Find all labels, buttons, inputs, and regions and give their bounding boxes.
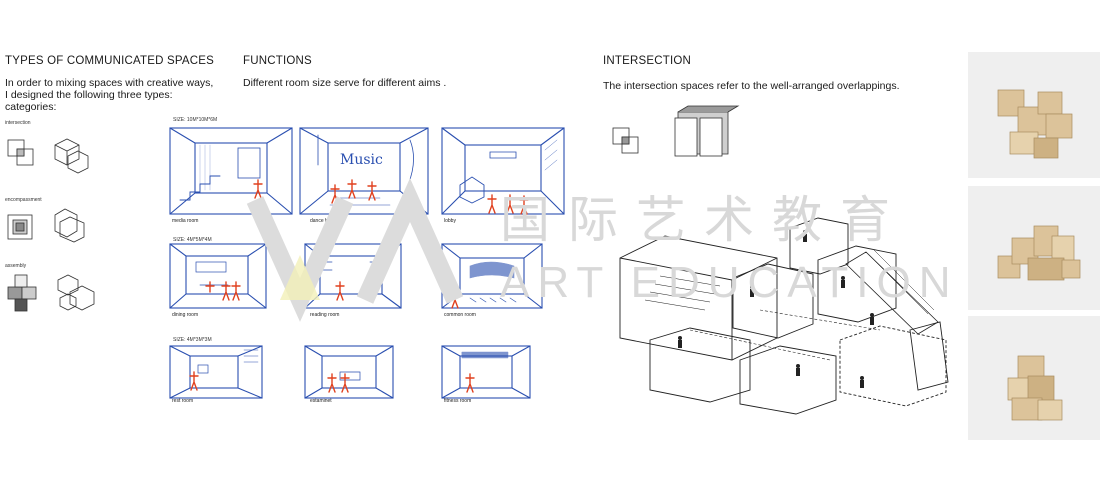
axonometric-drawing xyxy=(619,217,949,415)
sketch-dance-hall xyxy=(299,127,429,215)
category-encompassment-label: encompassment xyxy=(5,197,42,203)
caption-lobby: lobby xyxy=(444,218,456,224)
sketch-lobby xyxy=(441,127,565,215)
wood-model-3 xyxy=(1007,355,1063,421)
caption-estaminet: estaminet xyxy=(310,398,332,404)
types-intro-3: categories: xyxy=(5,101,57,113)
intersection-small-diagrams xyxy=(612,105,740,157)
sketch-music-word: Music xyxy=(340,152,383,168)
functions-subtitle: Different room size serve for different … xyxy=(243,77,447,89)
caption-dance-hall: dance hall xyxy=(310,218,333,224)
sketch-media-room xyxy=(169,127,293,215)
intersection-subtitle: The intersection spaces refer to the wel… xyxy=(603,80,900,92)
types-title: TYPES OF COMMUNICATED SPACES xyxy=(5,55,215,67)
functions-title: FUNCTIONS xyxy=(243,55,312,67)
assembly-diagram xyxy=(7,274,95,312)
watermark-chinese: 国际艺术教育 xyxy=(500,191,908,249)
category-intersection-label: intersection xyxy=(5,120,31,126)
sketch-dining-room xyxy=(169,243,267,309)
watermark-latin: ART EDUCATION xyxy=(500,258,959,307)
caption-fitness-room: fitness room xyxy=(444,398,472,404)
caption-common-room: common room xyxy=(444,312,476,318)
sketch-estaminet xyxy=(304,345,394,399)
caption-media-room: media room xyxy=(172,218,199,224)
types-intro-1: In order to mixing spaces with creative … xyxy=(5,77,214,89)
wood-model-2 xyxy=(997,225,1081,281)
caption-rest-room: rest room xyxy=(172,398,194,404)
caption-dining-room: dining room xyxy=(172,312,199,318)
size-label-small: SIZE: 4M*3M*3M xyxy=(173,337,212,343)
types-intro-2: I designed the following three types: xyxy=(5,89,173,101)
category-assembly-label: assembly xyxy=(5,263,27,269)
intersection-diagram xyxy=(7,138,89,174)
room-sketches xyxy=(169,127,565,399)
size-label-medium: SIZE: 4M*5M*4M xyxy=(173,237,212,243)
intersection-title: INTERSECTION xyxy=(603,55,692,67)
encompassment-diagram xyxy=(7,208,85,243)
sketch-fitness-room xyxy=(441,345,531,399)
caption-reading-room: reading room xyxy=(310,312,340,318)
model-photo-1 xyxy=(968,52,1100,178)
model-photo-2 xyxy=(968,186,1100,310)
model-photo-3 xyxy=(968,316,1100,440)
watermark-logo xyxy=(246,178,464,322)
size-label-large: SIZE: 10M*10M*6M xyxy=(173,117,218,123)
sketch-rest-room xyxy=(169,345,263,399)
wood-model-1 xyxy=(997,89,1073,159)
